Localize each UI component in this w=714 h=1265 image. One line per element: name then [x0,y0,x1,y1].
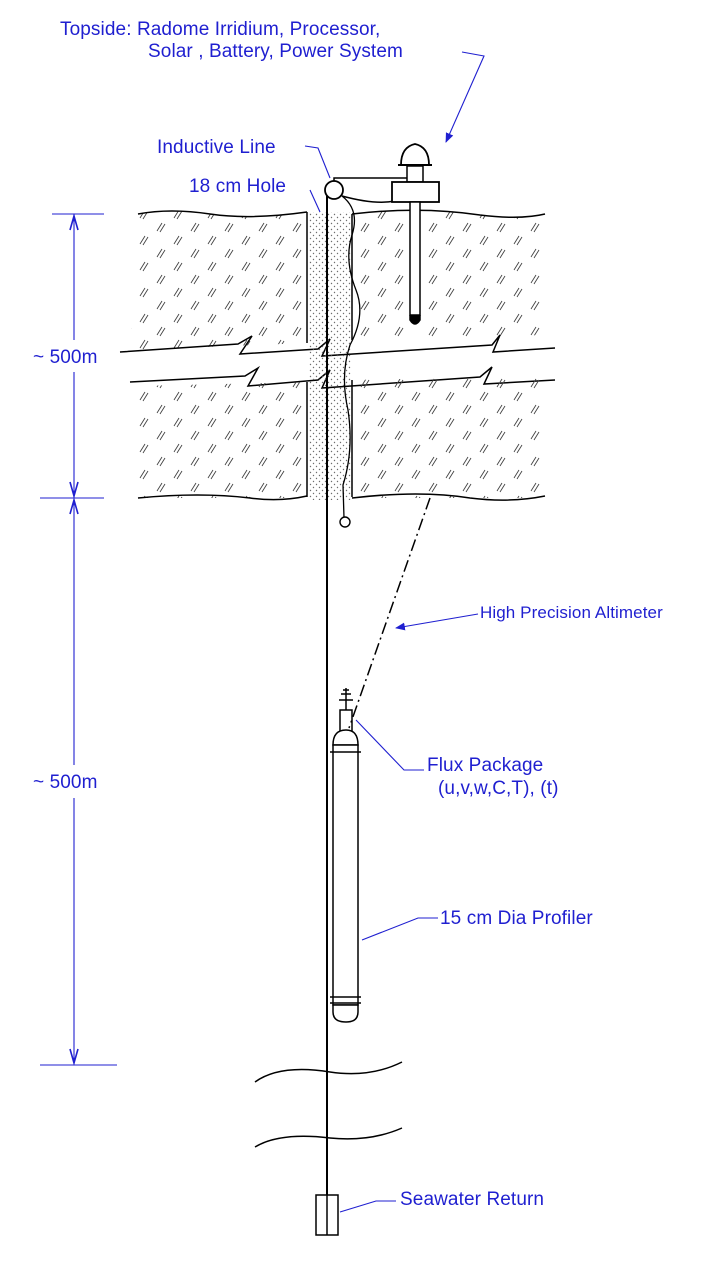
pulley-wheel [324,180,344,200]
ice-depth-label: ~ 500m [33,347,98,368]
inductive-coupler [339,516,351,528]
topside-label-line2: Solar , Battery, Power System [148,41,403,62]
altimeter-label: High Precision Altimeter [480,603,663,622]
flux-package-label-line1: Flux Package [427,755,544,776]
leader-lines [304,51,485,1213]
dimension-water-column [40,497,117,1066]
profiler-label: 15 cm Dia Profiler [440,908,593,929]
ice-shelf-upper [130,209,546,350]
profiler-body [330,688,361,1023]
topside-label-line1: Topside: Radome Irridium, Processor, [60,19,381,40]
water-break-lines [254,1061,403,1148]
water-depth-label: ~ 500m [33,772,98,793]
inductive-wire [341,195,361,519]
borehole [306,212,353,500]
hole-label: 18 cm Hole [189,176,287,197]
radome-iridium [391,143,440,325]
dimension-ice-thickness [40,213,104,499]
inductive-line-label: Inductive Line [157,137,276,158]
altimeter-beam [348,497,431,729]
ice-shelf-lower [137,376,546,501]
seawater-return-label: Seawater Return [400,1189,545,1210]
flux-package-label-line2: (u,v,w,C,T), (t) [438,778,559,799]
